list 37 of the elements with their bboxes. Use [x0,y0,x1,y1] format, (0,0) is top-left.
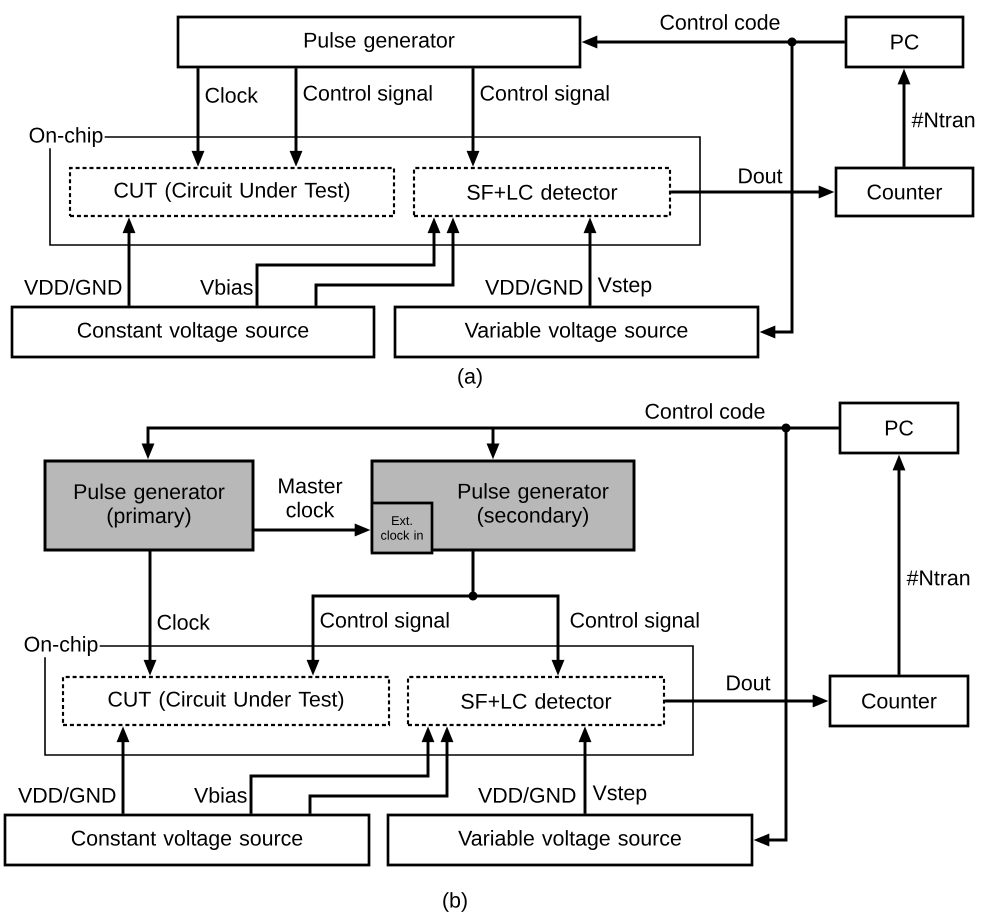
circuit-block: CUT (Circuit Under Test) [62,676,390,726]
process-box: Pulse generator [176,16,582,68]
edge-label: #Ntran [910,111,977,129]
edge-label: Control signal [568,610,702,634]
edge-label: Vstep [591,784,648,806]
source-box: Constant voltage source [10,306,376,358]
circuit-block: SF+LC detector [406,676,666,726]
edge-label: Control code [643,402,767,420]
circuit-block: SF+LC detector [412,166,672,218]
generator-box: Pulse generator (primary) [44,460,254,552]
edge-label: Clock [203,86,260,104]
circuit-block: CUT (Circuit Under Test) [68,166,396,218]
edge-label: Control code [658,12,782,32]
edge-label: Dout [724,674,772,692]
signal-label: VDD/GND [485,279,582,295]
signal-label: VDD/GND [24,279,122,295]
edge-label: Vstep [596,276,654,298]
edge-label: Clock [155,612,212,632]
edge-label: Control signal [301,84,434,106]
process-box: Counter [828,674,970,728]
process-box: PC [838,402,960,454]
process-box: Counter [834,166,974,218]
source-box: Variable voltage source [386,814,754,866]
edge-label: Master clock [268,477,352,519]
edge-label: #Ntran [905,569,972,587]
source-box: Variable voltage source [394,306,760,358]
signal-label: VDD/GND [478,787,576,803]
input-port-box: Ext. clock in [370,502,434,554]
edge-label: Control signal [318,610,452,634]
process-box: PC [844,16,964,68]
signal-label: VDD/GND [18,787,116,803]
edge-label: Vbias [192,786,249,804]
panel-caption: (b) [443,892,467,912]
source-box: Constant voltage source [4,814,370,866]
edge-label: Dout [736,167,784,185]
edge-label: Control signal [478,84,612,106]
edge-label: Vbias [198,278,255,296]
